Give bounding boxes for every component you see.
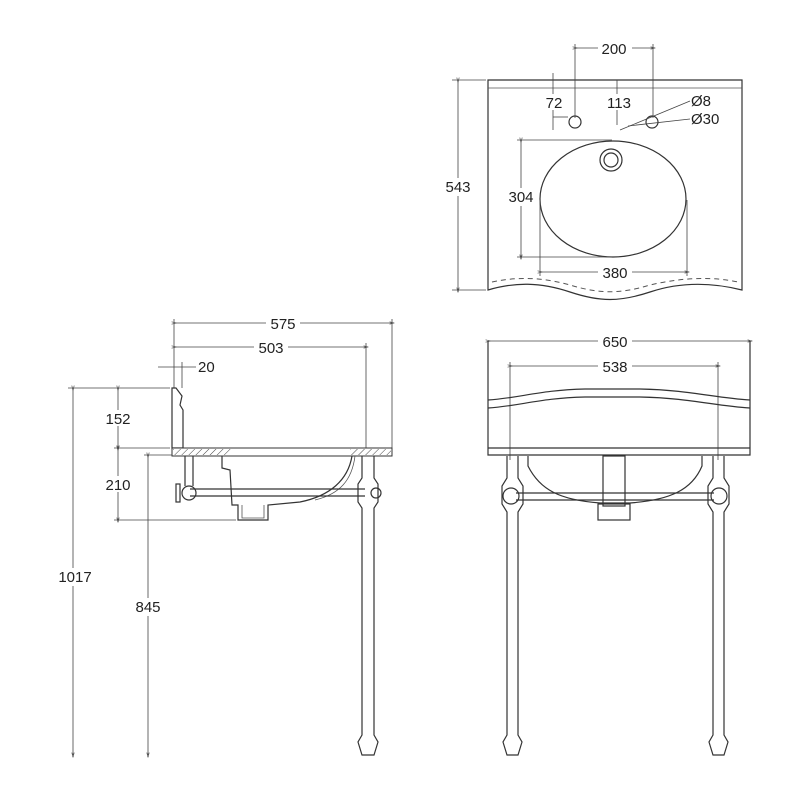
dim-543: 543 xyxy=(445,179,470,196)
tap-hole-right xyxy=(645,115,659,129)
dim-575: 575 xyxy=(270,316,295,333)
dim-845: 845 xyxy=(135,599,160,616)
dim-20: 20 xyxy=(198,359,215,376)
bowl-section xyxy=(221,455,353,521)
dim-650: 650 xyxy=(602,334,627,351)
upstand-top-curve xyxy=(487,388,751,401)
upstand-bottom-curve xyxy=(487,396,751,409)
right-leg-knuckle xyxy=(710,487,728,505)
dim-113: 113 xyxy=(607,95,631,112)
front-outline xyxy=(487,341,751,456)
dim-diameter-8: Ø8 xyxy=(691,93,711,110)
front-view: 650 538 xyxy=(487,333,751,756)
leg xyxy=(357,456,379,756)
side-view: 575 503 20 1017 152 xyxy=(52,315,392,755)
dim-304: 304 xyxy=(508,189,533,206)
left-leg-knuckle xyxy=(502,487,520,505)
front-leg-right xyxy=(707,456,730,756)
dim-diameter-30: Ø30 xyxy=(691,111,719,128)
dim-1017: 1017 xyxy=(58,569,91,586)
bowl-inner xyxy=(241,455,356,519)
dim-200: 200 xyxy=(601,41,626,58)
bowl-outline xyxy=(539,140,687,258)
plan-view: 543 200 72 113 Ø8 Ø30 304 380 xyxy=(444,40,743,301)
plan-outline xyxy=(487,79,743,301)
leader-tap-hole xyxy=(627,118,691,127)
front-waste xyxy=(602,455,626,507)
front-bowl xyxy=(527,456,703,504)
hatch-right xyxy=(350,449,391,455)
dim-210: 210 xyxy=(105,477,130,494)
dim-152: 152 xyxy=(105,411,130,428)
front-hanger xyxy=(184,456,194,486)
dim-503: 503 xyxy=(258,340,283,357)
rail-end-knob xyxy=(181,485,197,501)
dim-72: 72 xyxy=(546,95,563,112)
dim-538: 538 xyxy=(602,359,627,376)
front-trap xyxy=(597,503,631,521)
leader-small-hole xyxy=(619,100,691,131)
waste-outer xyxy=(599,148,623,172)
dim-380: 380 xyxy=(602,265,627,282)
front-leg-left xyxy=(501,456,524,756)
countertop-section xyxy=(171,447,393,457)
leg-knuckle xyxy=(370,487,382,499)
hatch-left xyxy=(173,449,231,455)
rail-end-cap xyxy=(175,483,181,503)
waste-inner xyxy=(603,152,619,168)
upstand xyxy=(171,387,184,449)
